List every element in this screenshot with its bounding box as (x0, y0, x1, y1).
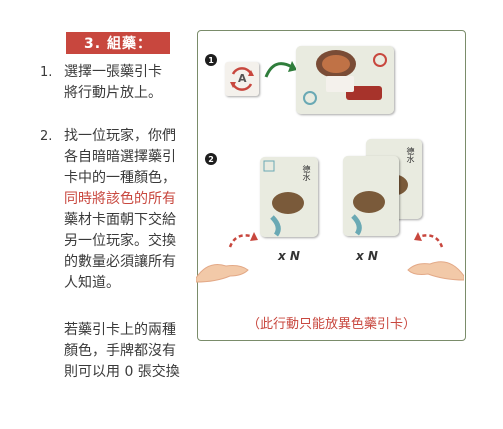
step-2-line-5: 藥材卡面朝下交給 (64, 212, 176, 228)
rule-note: 若藥引卡上的兩種 顏色，手牌都沒有 則可以用 0 張交換 (64, 320, 180, 383)
section-title-banner: 3. 組藥： (66, 32, 170, 54)
guide-card-right-front-art (343, 156, 399, 236)
action-tile-label: A (238, 72, 247, 85)
exchange-count-right: x N (356, 249, 378, 263)
green-arrow-icon (264, 61, 297, 78)
guide-card-left: 德水 (260, 157, 318, 237)
action-tile-graphic (230, 67, 254, 91)
step-1: 1. 選擇一張藥引卡 將行動片放上。 (40, 62, 162, 104)
note-line-2: 顏色，手牌都沒有 (64, 343, 176, 359)
step-1-number: 1. (40, 65, 53, 80)
exchange-arrow-right-icon (414, 232, 444, 248)
step-2: 2. 找一位玩家，你們 各自暗暗選擇藥引 卡中的一種顏色， 同時將該色的所有 藥… (40, 126, 176, 294)
action-tile: A (225, 62, 259, 96)
step-2-highlight-line: 同時將該色的所有 (64, 191, 176, 207)
step-1-line-2: 將行動片放上。 (64, 85, 162, 101)
guide-card-left-label: 德水 (302, 165, 311, 181)
guide-card-right-front (343, 156, 399, 236)
diagram-footnote: （此行動只能放異色藥引卡） (246, 317, 416, 332)
guide-card-left-art (260, 157, 318, 237)
guide-card-with-tile (296, 46, 394, 114)
step-2-line-3: 卡中的一種顏色， (64, 170, 176, 186)
guide-card-right-label: 德水 (406, 147, 415, 163)
step-2-line-7: 的數量必須讓所有 (64, 254, 176, 270)
step-2-line-1: 找一位玩家，你們 (64, 128, 176, 144)
step-2-line-8: 人知道。 (64, 275, 120, 291)
guide-card-art (296, 46, 394, 114)
note-line-1: 若藥引卡上的兩種 (64, 322, 176, 338)
diagram-panel: 1 A 2 德 (197, 30, 466, 341)
hand-left-icon (196, 264, 249, 283)
step-1-line-1: 選擇一張藥引卡 (64, 64, 162, 80)
step-2-line-6: 另一位玩家。交換 (64, 233, 176, 249)
badge-step-2: 2 (205, 153, 217, 165)
hand-right-icon (407, 261, 464, 281)
note-line-3: 則可以用 0 張交換 (64, 364, 180, 380)
exchange-count-left: x N (278, 249, 300, 263)
step-2-line-2: 各自暗暗選擇藥引 (64, 149, 176, 165)
exchange-arrow-left-icon (228, 232, 258, 248)
step-2-number: 2. (40, 129, 53, 144)
badge-step-1: 1 (205, 54, 217, 66)
